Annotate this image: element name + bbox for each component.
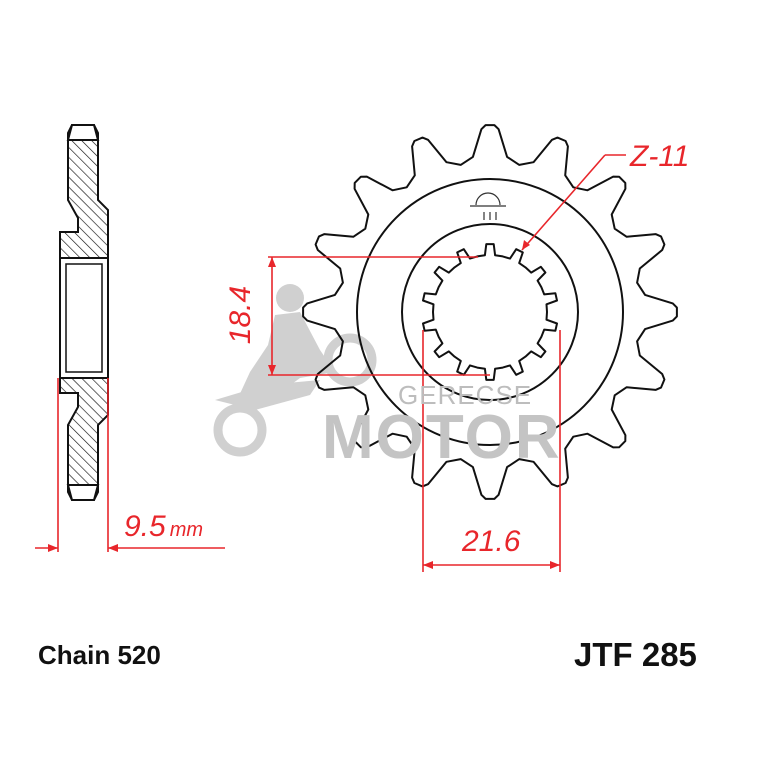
height-dimension-label: 18.4 (224, 285, 258, 345)
profile-upper-section (59, 124, 109, 259)
thickness-arrowhead-right (108, 544, 118, 552)
hub-circle (401, 223, 579, 401)
pitch-circle (356, 178, 624, 446)
profile-bore (59, 257, 109, 379)
height-arrowhead-bottom (268, 365, 276, 375)
profile-lower-section (59, 377, 109, 501)
thickness-unit: mm (169, 519, 204, 541)
watermark-rider-icon (213, 284, 377, 457)
teeth-count-label: Z-11 (630, 140, 690, 173)
part-number-label: JTF 285 (574, 636, 697, 673)
dimension-lines (35, 154, 626, 572)
teeth-leader-line (521, 154, 606, 251)
jt-logo-mark-icon (483, 212, 497, 220)
width-arrowhead-left (423, 561, 433, 569)
sprocket-front-view (302, 124, 678, 500)
sprocket-teeth-outline (302, 124, 678, 500)
side-profile-section (59, 124, 109, 501)
teeth-leader-arrowhead (522, 240, 530, 250)
thickness-arrowhead-left (48, 544, 58, 552)
profile-bore-inner (65, 263, 103, 373)
watermark-text-1: GERECSE (398, 380, 533, 410)
watermark-text-2: MOTOR (322, 403, 562, 472)
width-dimension-label: 21.6 (462, 525, 521, 558)
width-arrowhead-right (550, 561, 560, 569)
profile-tooth-tip-top (66, 124, 100, 141)
chain-label: Chain 520 (38, 640, 161, 670)
jt-logo-icon (470, 192, 506, 207)
spline-bore-outline (422, 243, 558, 381)
profile-tooth-tip-bottom (66, 484, 100, 501)
thickness-value: 9.5 (124, 510, 166, 543)
height-arrowhead-top (268, 257, 276, 267)
